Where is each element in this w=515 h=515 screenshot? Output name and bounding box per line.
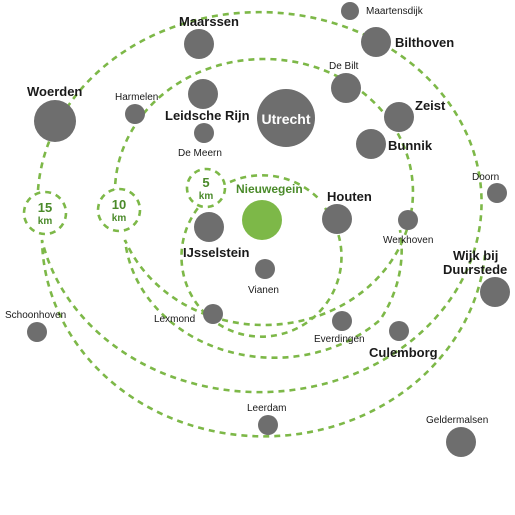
city-woerden: Woerden	[27, 84, 82, 142]
city-zeist: Zeist	[384, 98, 446, 132]
city-maarssen: Maarssen	[179, 14, 239, 59]
ring-5km-top	[229, 174, 319, 199]
svg-text:Leidsche Rijn: Leidsche Rijn	[165, 108, 250, 123]
svg-text:Geldermalsen: Geldermalsen	[426, 415, 488, 426]
svg-text:Maarssen: Maarssen	[179, 14, 239, 29]
city-geldermalsen: Geldermalsen	[426, 415, 488, 457]
city-ijsselstein: IJsselstein	[183, 212, 250, 260]
badge-10km: 10 km	[96, 187, 142, 233]
ring-15km	[36, 10, 487, 438]
city-werkhoven: Werkhoven	[383, 210, 433, 246]
svg-text:Culemborg: Culemborg	[369, 345, 438, 360]
city-de-meern: De Meern	[178, 123, 222, 159]
svg-text:IJsselstein: IJsselstein	[183, 245, 250, 260]
badge-15km: 15 km	[22, 190, 68, 236]
badge-5km: 5 km	[185, 167, 227, 209]
svg-text:km: km	[112, 213, 127, 224]
city-maartensdijk: Maartensdijk	[341, 2, 424, 20]
svg-text:Schoonhoven: Schoonhoven	[5, 310, 66, 321]
center-label: Nieuwegein	[236, 182, 303, 196]
svg-text:Maartensdijk: Maartensdijk	[366, 6, 424, 17]
svg-text:Leerdam: Leerdam	[247, 403, 286, 414]
svg-text:De Meern: De Meern	[178, 148, 222, 159]
ring-10km	[113, 57, 415, 360]
svg-text:15: 15	[38, 200, 52, 215]
city-bilthoven: Bilthoven	[361, 27, 454, 57]
svg-text:Harmelen: Harmelen	[115, 92, 158, 103]
city-doorn: Doorn	[472, 172, 507, 203]
svg-text:Houten: Houten	[327, 189, 372, 204]
city-schoonhoven: Schoonhoven	[5, 310, 66, 342]
svg-text:Duurstede: Duurstede	[443, 262, 507, 277]
svg-text:Werkhoven: Werkhoven	[383, 235, 433, 246]
city-leerdam: Leerdam	[247, 403, 286, 435]
city-houten: Houten	[322, 189, 372, 234]
ring-5km	[180, 199, 343, 338]
svg-text:Bilthoven: Bilthoven	[395, 35, 454, 50]
city-bunnik: Bunnik	[356, 129, 433, 159]
svg-text:Doorn: Doorn	[472, 172, 499, 183]
svg-text:Lexmond: Lexmond	[154, 314, 195, 325]
svg-text:Wijk bij: Wijk bij	[453, 248, 498, 263]
svg-text:km: km	[199, 191, 214, 202]
svg-text:5: 5	[202, 175, 209, 190]
city-de-bilt: De Bilt	[329, 61, 361, 103]
svg-text:Woerden: Woerden	[27, 84, 82, 99]
svg-text:Vianen: Vianen	[248, 285, 279, 296]
svg-text:Everdingen: Everdingen	[314, 334, 365, 345]
svg-text:Bunnik: Bunnik	[388, 138, 433, 153]
city-everdingen: Everdingen	[314, 311, 365, 345]
city-vianen: Vianen	[248, 259, 279, 296]
center-marker	[242, 200, 282, 240]
city-lexmond: Lexmond	[154, 304, 223, 325]
city-wijk-bij-duurstede: Wijk bij Duurstede	[443, 248, 510, 307]
city-harmelen: Harmelen	[115, 92, 158, 124]
city-utrecht: Utrecht	[257, 89, 315, 147]
svg-text:Zeist: Zeist	[415, 98, 446, 113]
svg-text:km: km	[38, 216, 53, 227]
svg-text:De Bilt: De Bilt	[329, 61, 359, 72]
svg-text:10: 10	[112, 197, 126, 212]
svg-text:Utrecht: Utrecht	[261, 111, 310, 127]
city-culemborg: Culemborg	[369, 321, 438, 360]
city-leidsche-rijn: Leidsche Rijn	[165, 79, 250, 123]
